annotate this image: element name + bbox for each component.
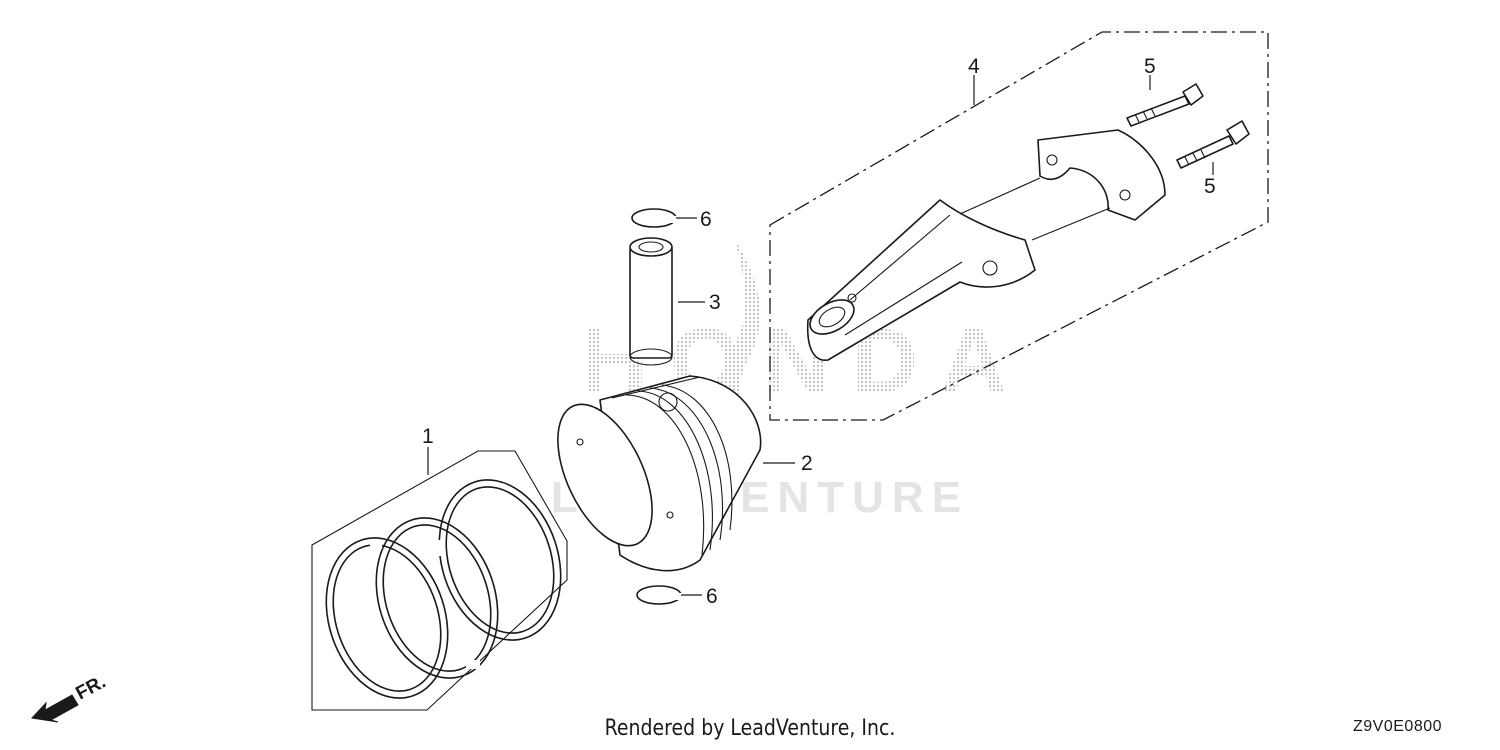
callouts: 1 2 3 4 5 5 6 6 (422, 55, 1216, 608)
connecting-rod-assembly[interactable] (769, 31, 1269, 421)
callout-leaders (427, 75, 1214, 596)
piston-ring-set[interactable] (306, 450, 580, 714)
front-arrow-icon (30, 694, 79, 723)
connecting-rod-bolt-upper[interactable] (1126, 83, 1204, 127)
callout-3[interactable]: 3 (709, 291, 721, 314)
callout-5-lower[interactable]: 5 (1204, 175, 1216, 198)
callout-6-lower[interactable]: 6 (706, 585, 718, 608)
callout-6-upper[interactable]: 6 (700, 208, 712, 231)
callout-4[interactable]: 4 (968, 55, 980, 78)
ring-set-group-box (311, 450, 568, 711)
piston-pin-clip-top[interactable] (631, 208, 679, 228)
callout-2[interactable]: 2 (801, 452, 813, 475)
front-indicator: FR. (30, 672, 109, 723)
piston-pin-clip-bottom[interactable] (636, 585, 684, 605)
callout-1[interactable]: 1 (422, 425, 434, 448)
callout-5-upper[interactable]: 5 (1144, 55, 1156, 78)
piston[interactable] (538, 375, 762, 572)
footer-credit: Rendered by LeadVenture, Inc. (604, 716, 896, 741)
front-label: FR. (72, 672, 109, 705)
piston-pin[interactable] (629, 237, 673, 366)
diagram-code: Z9V0E0800 (1353, 718, 1443, 735)
conrod-group-box (769, 31, 1269, 421)
connecting-rod-bolt-lower[interactable] (1176, 120, 1250, 169)
